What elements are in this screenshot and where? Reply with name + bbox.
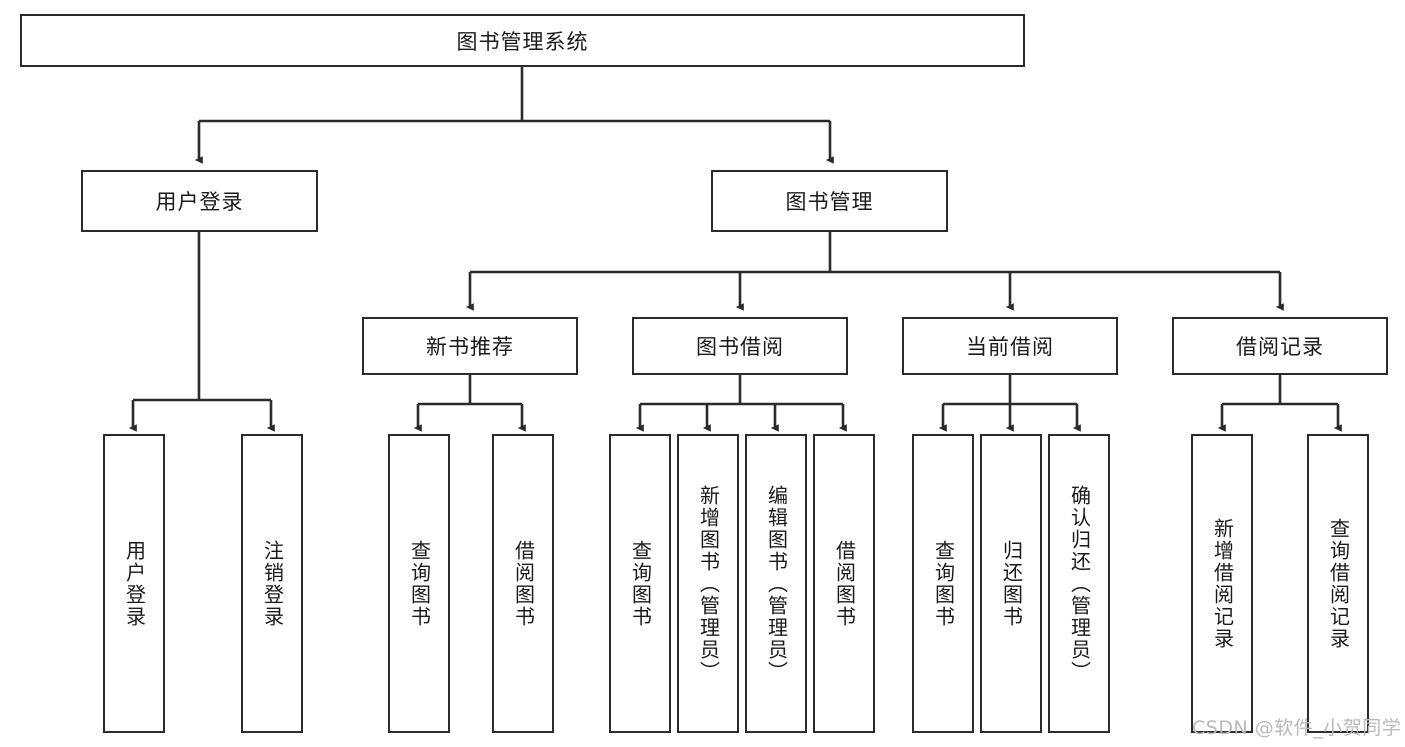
leaf-borrow-book[interactable]: 借阅图书	[813, 434, 875, 733]
node-current-borrow[interactable]: 当前借阅	[902, 317, 1118, 375]
node-label: 用户登录	[122, 539, 147, 628]
node-label: 借阅图书	[511, 539, 536, 628]
node-label: 查询借阅记录	[1326, 517, 1351, 650]
node-label: 新增借阅记录	[1210, 517, 1235, 650]
node-user-login[interactable]: 用户登录	[81, 170, 318, 232]
leaf-add-borrow-record[interactable]: 新增借阅记录	[1191, 434, 1253, 733]
leaf-logout-login[interactable]: 注销登录	[241, 434, 303, 733]
leaf-query-book-recommend[interactable]: 查询图书	[388, 434, 450, 733]
node-label: 图书借阅	[696, 335, 784, 359]
node-new-book-recommend[interactable]: 新书推荐	[362, 317, 578, 375]
node-borrow-record[interactable]: 借阅记录	[1172, 317, 1388, 375]
leaf-confirm-return-admin[interactable]: 确认归还（管理员）	[1048, 434, 1110, 733]
node-label: 编辑图书（管理员）	[764, 484, 789, 683]
node-label: 查询图书	[407, 539, 432, 628]
leaf-query-book-current[interactable]: 查询图书	[912, 434, 974, 733]
node-book-borrow[interactable]: 图书借阅	[632, 317, 848, 375]
node-label: 借阅图书	[832, 539, 857, 628]
node-label: 图书管理系统	[456, 29, 589, 54]
leaf-user-login[interactable]: 用户登录	[103, 434, 165, 733]
node-label: 注销登录	[260, 539, 285, 628]
node-label: 借阅记录	[1236, 335, 1324, 359]
node-book-management[interactable]: 图书管理	[711, 170, 948, 232]
node-book-management-system[interactable]: 图书管理系统	[20, 14, 1025, 67]
node-label: 查询图书	[931, 539, 956, 628]
node-label: 图书管理	[785, 190, 874, 214]
leaf-query-book-borrow[interactable]: 查询图书	[609, 434, 671, 733]
leaf-add-book-admin[interactable]: 新增图书（管理员）	[677, 434, 739, 733]
leaf-query-borrow-record[interactable]: 查询借阅记录	[1307, 434, 1369, 733]
node-label: 新书推荐	[426, 335, 514, 359]
node-label: 当前借阅	[966, 335, 1054, 359]
node-label: 新增图书（管理员）	[696, 484, 721, 683]
node-label: 归还图书	[999, 539, 1024, 628]
leaf-borrow-book-recommend[interactable]: 借阅图书	[492, 434, 554, 733]
csdn-watermark: CSDN @软件_小贺同学	[1192, 717, 1402, 739]
node-label: 确认归还（管理员）	[1067, 484, 1092, 683]
node-label: 用户登录	[155, 190, 244, 214]
leaf-edit-book-admin[interactable]: 编辑图书（管理员）	[745, 434, 807, 733]
leaf-return-book[interactable]: 归还图书	[980, 434, 1042, 733]
node-label: 查询图书	[628, 539, 653, 628]
